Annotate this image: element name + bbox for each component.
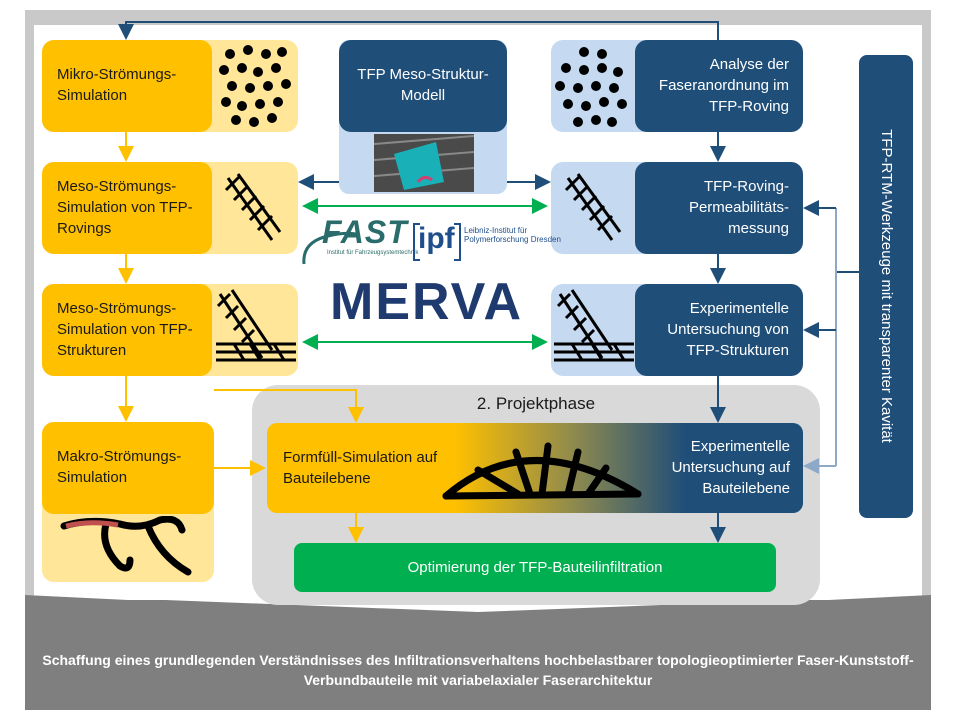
fiber-dots-icon-right — [555, 47, 627, 127]
structure-lattice-icon — [216, 289, 296, 362]
fast-logo-subtitle: Institut für Fahrzeugsystemtechnik — [327, 250, 419, 256]
merva-logo: MERVA — [330, 273, 523, 331]
macro-simulation-box: Makro-Strömungs-Simulation — [42, 422, 214, 514]
permeability-box: TFP-Roving-Permeabilitäts-messung — [635, 162, 803, 254]
ipf-logo: ipf — [418, 222, 455, 255]
exp-struct-label: Experimentelle Untersuchung von TFP-Stru… — [667, 300, 789, 359]
component-arch-icon — [442, 442, 642, 500]
exp-component-label: Experimentelle Untersuchung auf Bauteile… — [671, 438, 790, 497]
permeability-label: TFP-Roving-Permeabilitäts-messung — [688, 178, 789, 237]
roving-lattice-icon — [224, 173, 282, 241]
fast-swoosh-icon — [302, 231, 357, 265]
footer-text: Schaffung eines grundlegenden Verständni… — [42, 652, 914, 688]
phase2-title: 2. Projektphase — [476, 394, 596, 413]
meso-roving-sim-box: Meso-Strömungs-Simulation von TFP-Roving… — [42, 162, 212, 254]
formfill-label: Formfüll-Simulation auf Bauteilebene — [283, 449, 438, 487]
meso-struct-sim-box: Meso-Strömungs-Simulation von TFP-Strukt… — [42, 284, 212, 376]
optimization-box: Optimierung der TFP-Bauteilinfiltration — [294, 543, 776, 592]
ipf-logo-subtitle: Leibniz-Institut für Polymerforschung Dr… — [464, 226, 561, 244]
meso-model-label: TFP Meso-Struktur-Modell — [357, 66, 489, 104]
macro-part-icon — [60, 516, 192, 576]
meso-roving-label: Meso-Strömungs-Simulation von TFP-Roving… — [57, 178, 193, 237]
exp-struct-box: Experimentelle Untersuchung von TFP-Stru… — [635, 284, 803, 376]
meso-model-box: TFP Meso-Struktur-Modell — [339, 40, 507, 132]
fiber-analysis-box: Analyse der Faseranordnung im TFP-Roving — [635, 40, 803, 132]
fiber-dots-icon — [219, 45, 291, 127]
micro-label: Mikro-Strömungs-Simulation — [57, 66, 177, 104]
meso-model-image — [374, 134, 474, 192]
structure-lattice-icon-right — [554, 289, 634, 362]
ipf-bracket-icon — [413, 223, 461, 261]
fast-logo: FAST — [322, 214, 408, 250]
roving-lattice-icon-right — [564, 173, 622, 241]
meso-struct-label: Meso-Strömungs-Simulation von TFP-Strukt… — [57, 300, 193, 359]
fiber-analysis-label: Analyse der Faseranordnung im TFP-Roving — [658, 56, 789, 115]
macro-label: Makro-Strömungs-Simulation — [57, 448, 182, 486]
tool-box — [859, 55, 913, 518]
micro-simulation-box: Mikro-Strömungs-Simulation — [42, 40, 212, 132]
